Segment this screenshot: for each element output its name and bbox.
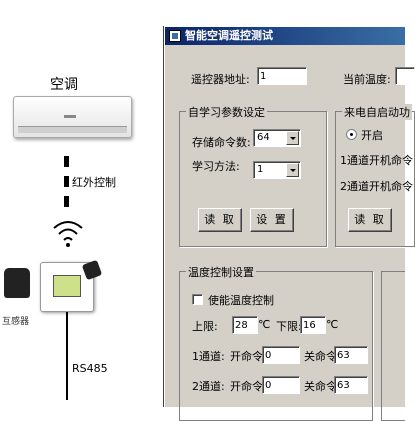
temperature-control-group: 温度控制设置 使能温度控制 上限: ℃ 下限: ℃ 1通道: 开命令 关命令 2… (179, 264, 373, 421)
window-title: 智能空调遥控测试 (185, 29, 273, 42)
ch1-on-label: 开命令 (230, 350, 263, 363)
infrared-control-label: 红外控制 (72, 176, 116, 189)
current-temp-input[interactable] (395, 67, 415, 85)
command-count-select[interactable]: 64 (253, 129, 301, 147)
rs485-label: RS485 (72, 362, 108, 375)
lower-unit: ℃ (326, 318, 339, 331)
enable-autostart-radio[interactable] (346, 129, 357, 140)
learning-params-group: 自学习参数设定 存储命令数: 64 学习方法: 1 读 取 设 置 (179, 104, 327, 247)
upper-unit: ℃ (258, 318, 271, 331)
ch1-label: 1通道: (192, 350, 225, 363)
ch1-off-label: 关命令 (304, 350, 337, 363)
current-temp-label: 当前温度: (343, 73, 391, 86)
air-conditioner-label: 空调 (50, 77, 78, 93)
upper-limit-label: 上限: (192, 320, 218, 333)
autostart-read-button[interactable]: 读 取 (348, 208, 392, 232)
address-input[interactable] (257, 67, 307, 85)
remote-test-dialog: 智能空调遥控测试 遥控器地址: 当前温度: 自学习参数设定 存储命令数: 64 … (164, 26, 415, 421)
command-count-label: 存储命令数: (192, 136, 251, 149)
power-on-autostart-group: 来电自启动功 开启 1通道开机命令 2通道开机命令 读 取 (335, 104, 415, 247)
chevron-down-icon[interactable] (286, 131, 299, 145)
temperature-control-legend: 温度控制设置 (186, 264, 256, 280)
power-on-autostart-legend: 来电自启动功 (342, 104, 412, 120)
chevron-down-icon[interactable] (286, 163, 299, 177)
ir-dash (64, 196, 69, 207)
air-conditioner-icon (13, 96, 132, 138)
enable-temp-control-checkbox[interactable] (192, 294, 203, 305)
ch2-on-input[interactable] (262, 376, 300, 394)
rs485-bus-line (66, 312, 68, 400)
lower-limit-input[interactable] (300, 316, 326, 334)
enable-autostart-label: 开启 (361, 129, 383, 142)
learning-params-legend: 自学习参数设定 (186, 104, 267, 120)
ch2-off-input[interactable] (334, 376, 368, 394)
sensor-label: 互感器 (2, 317, 30, 327)
partial-right-group (381, 271, 405, 421)
title-bar[interactable]: 智能空调遥控测试 (165, 27, 405, 45)
command-count-value: 64 (257, 132, 270, 143)
address-label: 遥控器地址: (191, 73, 250, 86)
learn-method-value: 1 (257, 164, 264, 175)
ch2-label: 2通道: (192, 380, 225, 393)
ch2-on-label: 开命令 (230, 380, 263, 393)
learn-method-label: 学习方法: (192, 160, 240, 173)
learn-read-button[interactable]: 读 取 (198, 208, 242, 232)
upper-limit-input[interactable] (232, 316, 258, 334)
wireless-signal-icon (53, 221, 83, 247)
ir-dash (64, 176, 69, 187)
learn-set-button[interactable]: 设 置 (250, 208, 294, 232)
ch2-power-on-label: 2通道开机命令 (340, 180, 413, 193)
system-illustration: 空调 红外控制 互感器 RS485 (0, 0, 160, 400)
enable-temp-control-label: 使能温度控制 (208, 294, 274, 307)
ir-dash (64, 156, 69, 167)
learn-method-select[interactable]: 1 (253, 161, 301, 179)
ch1-off-input[interactable] (334, 346, 368, 364)
lower-limit-label: 下限: (276, 320, 302, 333)
current-transformer-icon (4, 268, 30, 298)
ch1-power-on-label: 1通道开机命令 (340, 154, 413, 167)
app-icon (169, 30, 181, 42)
ch2-off-label: 关命令 (304, 380, 337, 393)
ch1-on-input[interactable] (262, 346, 300, 364)
